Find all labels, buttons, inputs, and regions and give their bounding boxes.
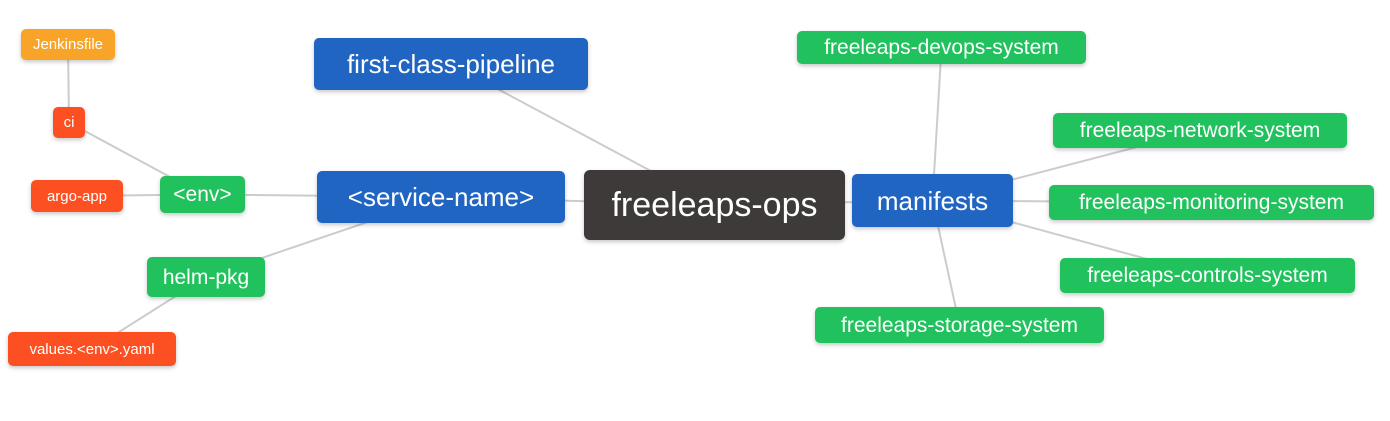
mindmap-node-freeleaps-storage-system[interactable]: freeleaps-storage-system xyxy=(815,307,1104,343)
mindmap-node-freeleaps-controls-system[interactable]: freeleaps-controls-system xyxy=(1060,258,1355,293)
mindmap-node-first-class-pipeline[interactable]: first-class-pipeline xyxy=(314,38,588,90)
mindmap-node-ci[interactable]: ci xyxy=(53,107,85,138)
mindmap-node-values-env-yaml[interactable]: values.<env>.yaml xyxy=(8,332,176,366)
mindmap-node-helm-pkg[interactable]: helm-pkg xyxy=(147,257,265,297)
mindmap-node-manifests[interactable]: manifests xyxy=(852,174,1013,227)
mindmap-node-jenkinsfile[interactable]: Jenkinsfile xyxy=(21,29,115,60)
mindmap-node-service-name[interactable]: <service-name> xyxy=(317,171,565,223)
mindmap-node-env[interactable]: <env> xyxy=(160,176,245,213)
mindmap-node-freeleaps-ops[interactable]: freeleaps-ops xyxy=(584,170,845,240)
mindmap-node-freeleaps-network-system[interactable]: freeleaps-network-system xyxy=(1053,113,1347,148)
mindmap-node-freeleaps-monitoring-system[interactable]: freeleaps-monitoring-system xyxy=(1049,185,1374,220)
mindmap-node-argo-app[interactable]: argo-app xyxy=(31,180,123,212)
mindmap-node-freeleaps-devops-system[interactable]: freeleaps-devops-system xyxy=(797,31,1086,64)
